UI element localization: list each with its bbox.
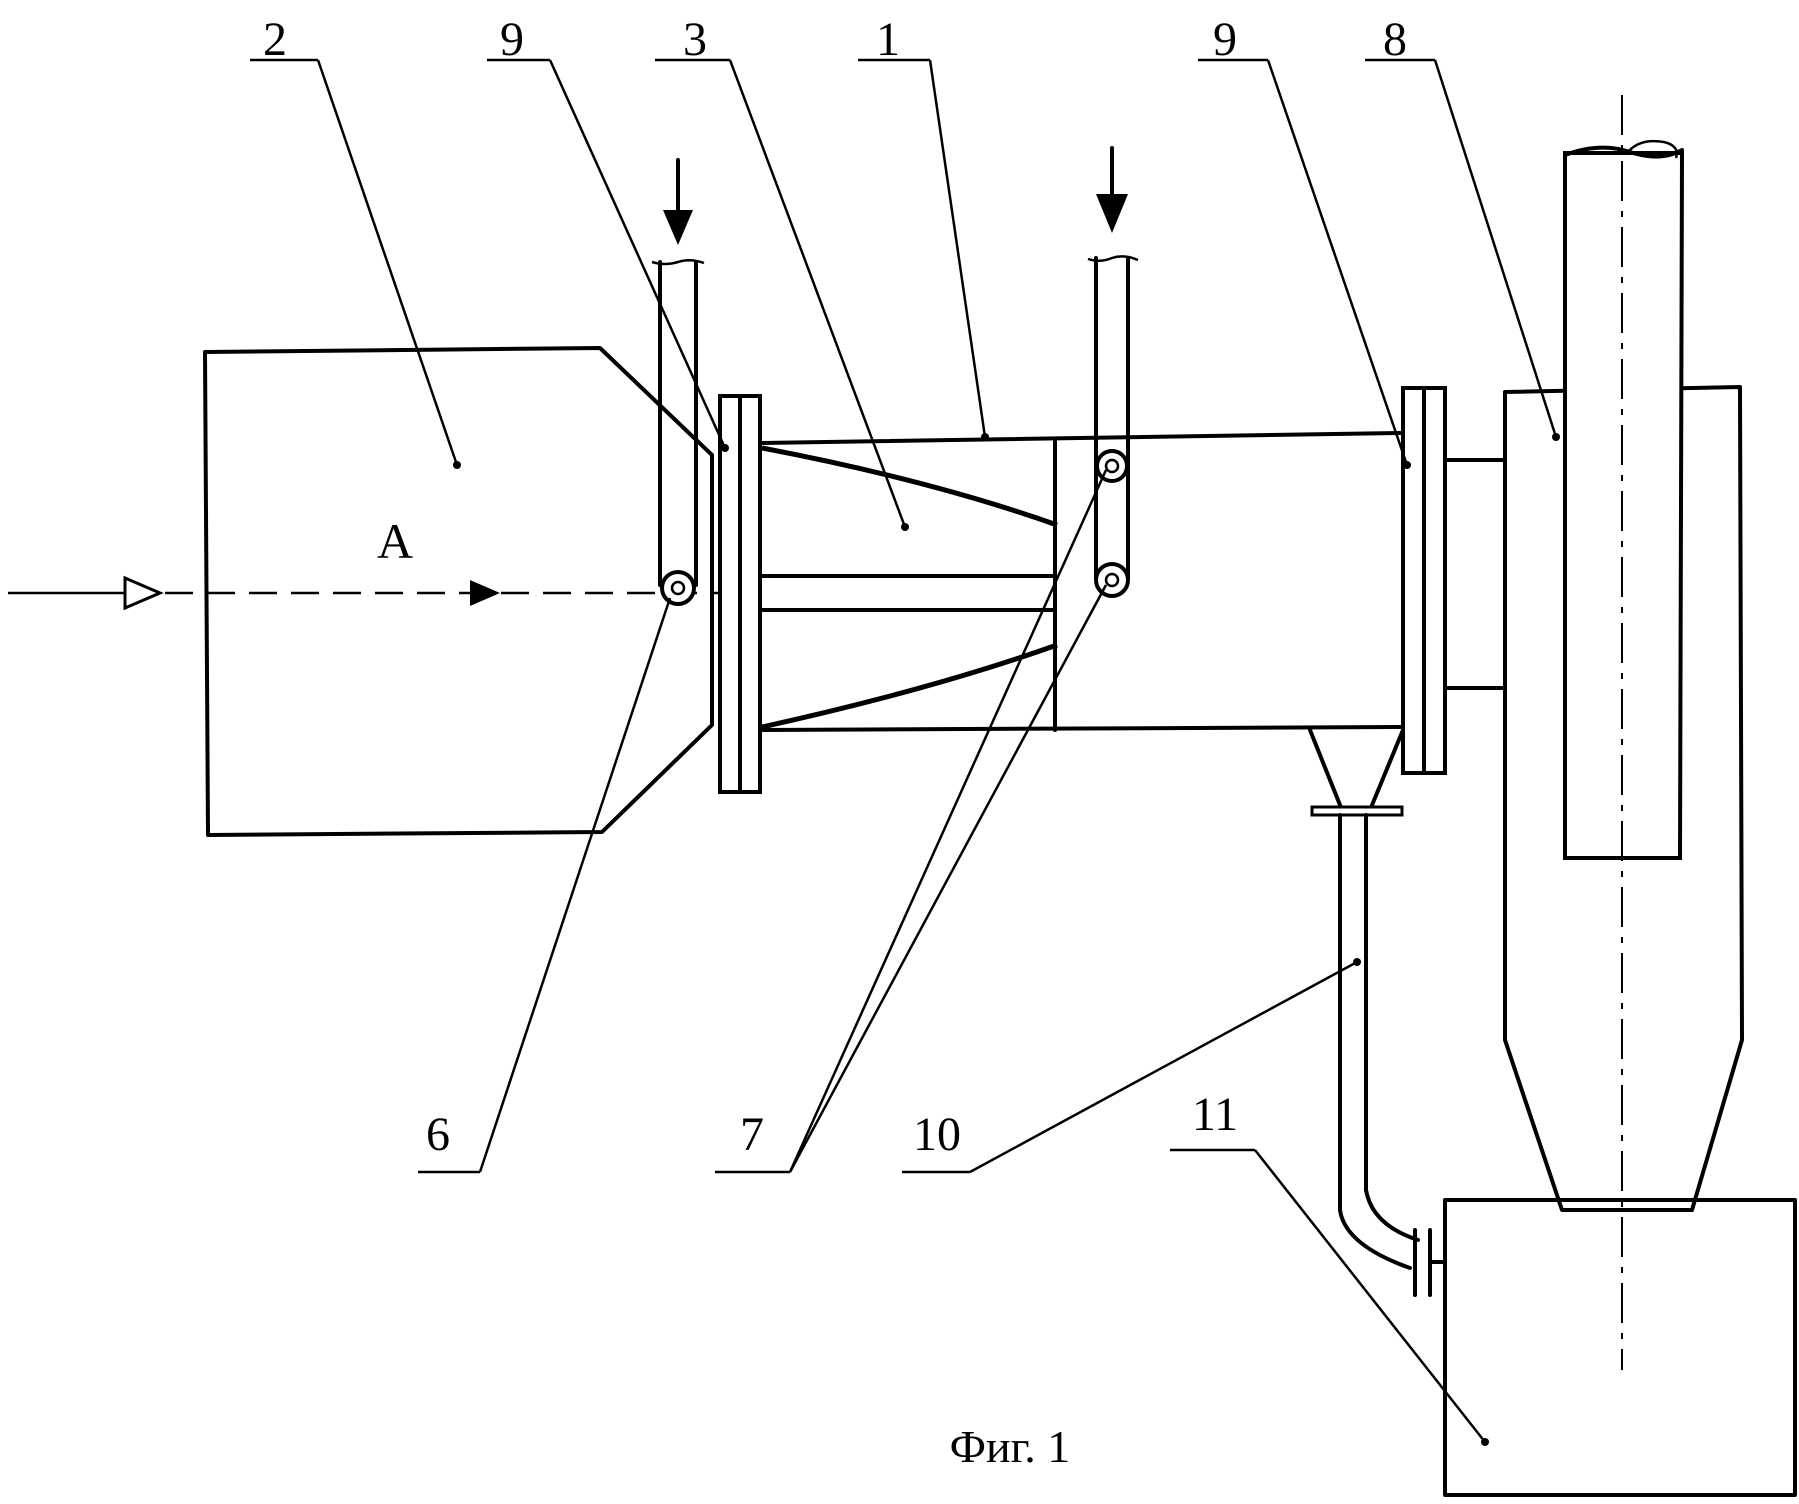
flange-left bbox=[720, 396, 760, 792]
figure-caption: Фиг. 1 bbox=[950, 1421, 1071, 1472]
label-pipes-rear: 7 bbox=[740, 1108, 764, 1161]
label-flange-right: 9 bbox=[1213, 13, 1237, 66]
housing-tube bbox=[760, 433, 1400, 730]
label-drain-pipe: 10 bbox=[913, 1108, 961, 1161]
label-chamber: 2 bbox=[263, 13, 287, 66]
label-swirler: 3 bbox=[683, 13, 707, 66]
leader-lines bbox=[250, 60, 1556, 1442]
inlet-arrow bbox=[8, 578, 160, 608]
collector bbox=[1445, 1200, 1795, 1495]
separator bbox=[1505, 95, 1742, 1370]
swirler bbox=[762, 440, 1057, 730]
label-housing: 1 bbox=[876, 13, 900, 66]
supply-pipes-rear bbox=[1088, 148, 1138, 596]
label-collector: 11 bbox=[1192, 1088, 1238, 1141]
leader-dots bbox=[453, 433, 1560, 1446]
label-separator: 8 bbox=[1383, 13, 1407, 66]
flange-right bbox=[1403, 388, 1505, 773]
chamber-body bbox=[205, 348, 712, 835]
label-pipe-front: 6 bbox=[426, 1108, 450, 1161]
flow-label: A bbox=[377, 513, 413, 569]
label-flange-left: 9 bbox=[500, 13, 524, 66]
drain-pipe bbox=[1310, 730, 1445, 1295]
flow-direction-arrow bbox=[470, 580, 500, 606]
